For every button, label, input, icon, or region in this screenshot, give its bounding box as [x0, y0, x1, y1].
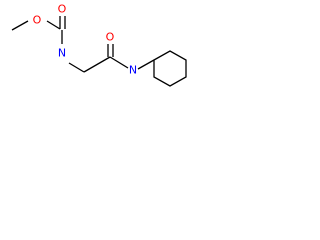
- molecule-structure: O O N O N: [11, 3, 187, 87]
- atom-carbamate-nitrogen: N: [58, 47, 66, 60]
- cyclohexane-ring: [153, 50, 187, 87]
- bonds: [11, 16, 187, 87]
- bond-methyl-ester-oxygen: [11, 20, 29, 31]
- atom-amide-oxygen: O: [106, 31, 115, 44]
- atom-labels: O O N O N: [33, 3, 137, 77]
- atom-ester-oxygen: O: [33, 14, 42, 27]
- atom-carbamate-carbonyl-oxygen: O: [58, 3, 67, 16]
- bond-ester-oxygen-carbamate-carbon: [46, 20, 61, 30]
- bond-nitrogen-cyclohexyl: [137, 59, 155, 70]
- bond-amide-carbon-nitrogen: [109, 56, 129, 69]
- bond-methylene-amide-carbon: [83, 56, 111, 73]
- bond-nitrogen-methylene: [68, 62, 85, 73]
- atom-amide-nitrogen: N: [129, 64, 137, 77]
